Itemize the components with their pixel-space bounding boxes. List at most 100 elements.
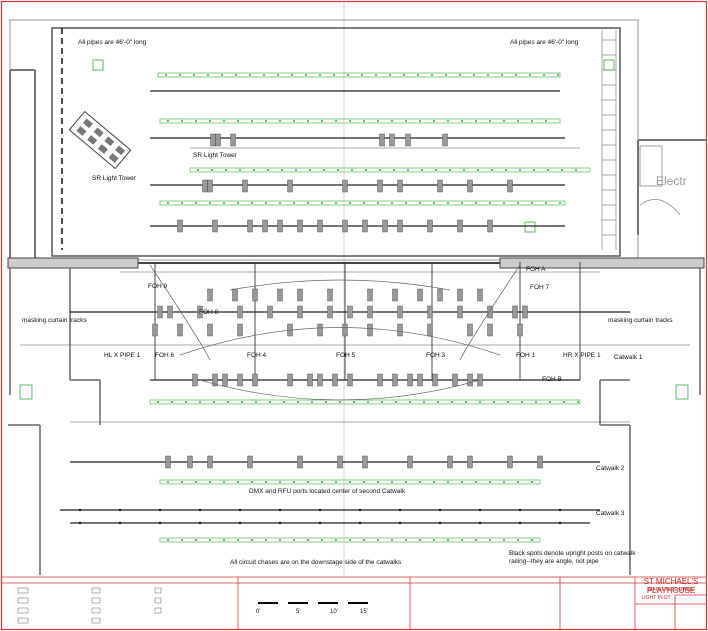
pipe-7-dot [237,202,239,204]
fixture-6-14 [432,373,438,387]
pipe-7-dot [321,202,323,204]
fixture-3-5 [327,288,333,302]
pipe-2-dot [545,120,547,122]
fixture-4-8 [367,305,373,319]
fixture-6-15 [452,373,458,387]
fixture-7-6 [362,455,368,469]
pipe-2-dot [349,120,351,122]
pipe-7-dot [195,202,197,204]
pipe-5-dot [225,169,227,171]
pipe-16-dot [363,481,365,483]
pipe-13-dot [367,401,369,403]
pipe-19-dot [349,539,351,541]
fixture-5-3 [237,323,243,337]
pipe-2-dot [391,120,393,122]
pipe-13-dot [479,401,481,403]
pipe-19-dot [461,539,463,541]
fixture-7-3 [247,455,253,469]
pipe-2-dot [321,120,323,122]
fixture-4-13 [512,305,518,319]
pipe-2-dot [461,120,463,122]
fixture-0-3 [379,133,385,147]
fixture-4-6 [327,305,333,319]
pipe-2-dot [279,120,281,122]
upright-spot-1 [558,521,562,525]
fixture-2-11 [427,219,433,233]
fixture-4-10 [427,305,433,319]
pipe-19-dot [293,539,295,541]
foh-a-label: FOH A [526,266,546,273]
pipe-5-dot [267,169,269,171]
fixture-2-12 [457,219,463,233]
pipe-16 [159,479,541,485]
pipe-13-dot [423,401,425,403]
pipe-19-dot [419,539,421,541]
pipe-13 [149,399,581,405]
upright-spot-0 [398,508,402,512]
pipe-13-dot [255,401,257,403]
pipe-2-dot [265,120,267,122]
pipe-7-dot [447,202,449,204]
pipe-13-dot [493,401,495,403]
pipe-7-dot [293,202,295,204]
fixture-2-7 [342,219,348,233]
pipe-19-dot [433,539,435,541]
fixture-1-5 [377,179,383,193]
pipe-13-dot [381,401,383,403]
upright-spot-0 [198,508,202,512]
pipe-length-note-right: All pipes are 46'-0" long [510,39,579,46]
pipe-7-dot [209,202,211,204]
upright-spot-0 [518,508,522,512]
pipe-5-dot [519,169,521,171]
pipe-2-dot [181,120,183,122]
pipe-0-dot [179,74,181,76]
pipe-0-dot [165,74,167,76]
pipe-19-dot [181,539,183,541]
pipe-2-dot [307,120,309,122]
pipe-2 [159,118,561,124]
fixture-7-0 [165,455,171,469]
upright-spot-0 [558,508,562,512]
pipe-5-dot [309,169,311,171]
pipe-5-dot [449,169,451,171]
pipe-13-dot [521,401,523,403]
pipe-16-dot [335,481,337,483]
pipe-16-dot [195,481,197,483]
fixture-5-12 [517,323,523,337]
fixture-4-2 [197,305,203,319]
pipe-16-dot [447,481,449,483]
catwalk-2-label: Catwalk 2 [596,465,625,472]
pipe-13-dot [549,401,551,403]
upright-spot-0 [238,508,242,512]
scale-mark-15: 15' [360,609,368,615]
pipe-13-dot [451,401,453,403]
fixture-6-9 [347,373,353,387]
fixture-1-9 [507,179,513,193]
fixture-7-11 [537,455,543,469]
pipe-0-dot [249,74,251,76]
pipe-16-dot [391,481,393,483]
fixture-3-1 [232,288,238,302]
pipe-7-dot [223,202,225,204]
pipe-16-dot [181,481,183,483]
fixture-7-9 [467,455,473,469]
title-block [2,576,706,629]
pipe-5-dot [281,169,283,171]
pipe-5-dot [351,169,353,171]
pipe-7-dot [279,202,281,204]
pipe-19-dot [251,539,253,541]
pipe-19-dot [223,539,225,541]
pipe-13-dot [395,401,397,403]
pipe-19-dot [447,539,449,541]
fixture-5-1 [177,323,183,337]
fixture-6-0 [192,373,198,387]
fixture-2-10 [397,219,403,233]
fixture-3-2 [252,288,258,302]
fixture-1-8 [467,179,473,193]
fixture-6-11 [392,373,398,387]
fixture-2-5 [297,219,303,233]
upright-spot-1 [198,521,202,525]
pipe-2-dot [363,120,365,122]
pipe-2-dot [251,120,253,122]
